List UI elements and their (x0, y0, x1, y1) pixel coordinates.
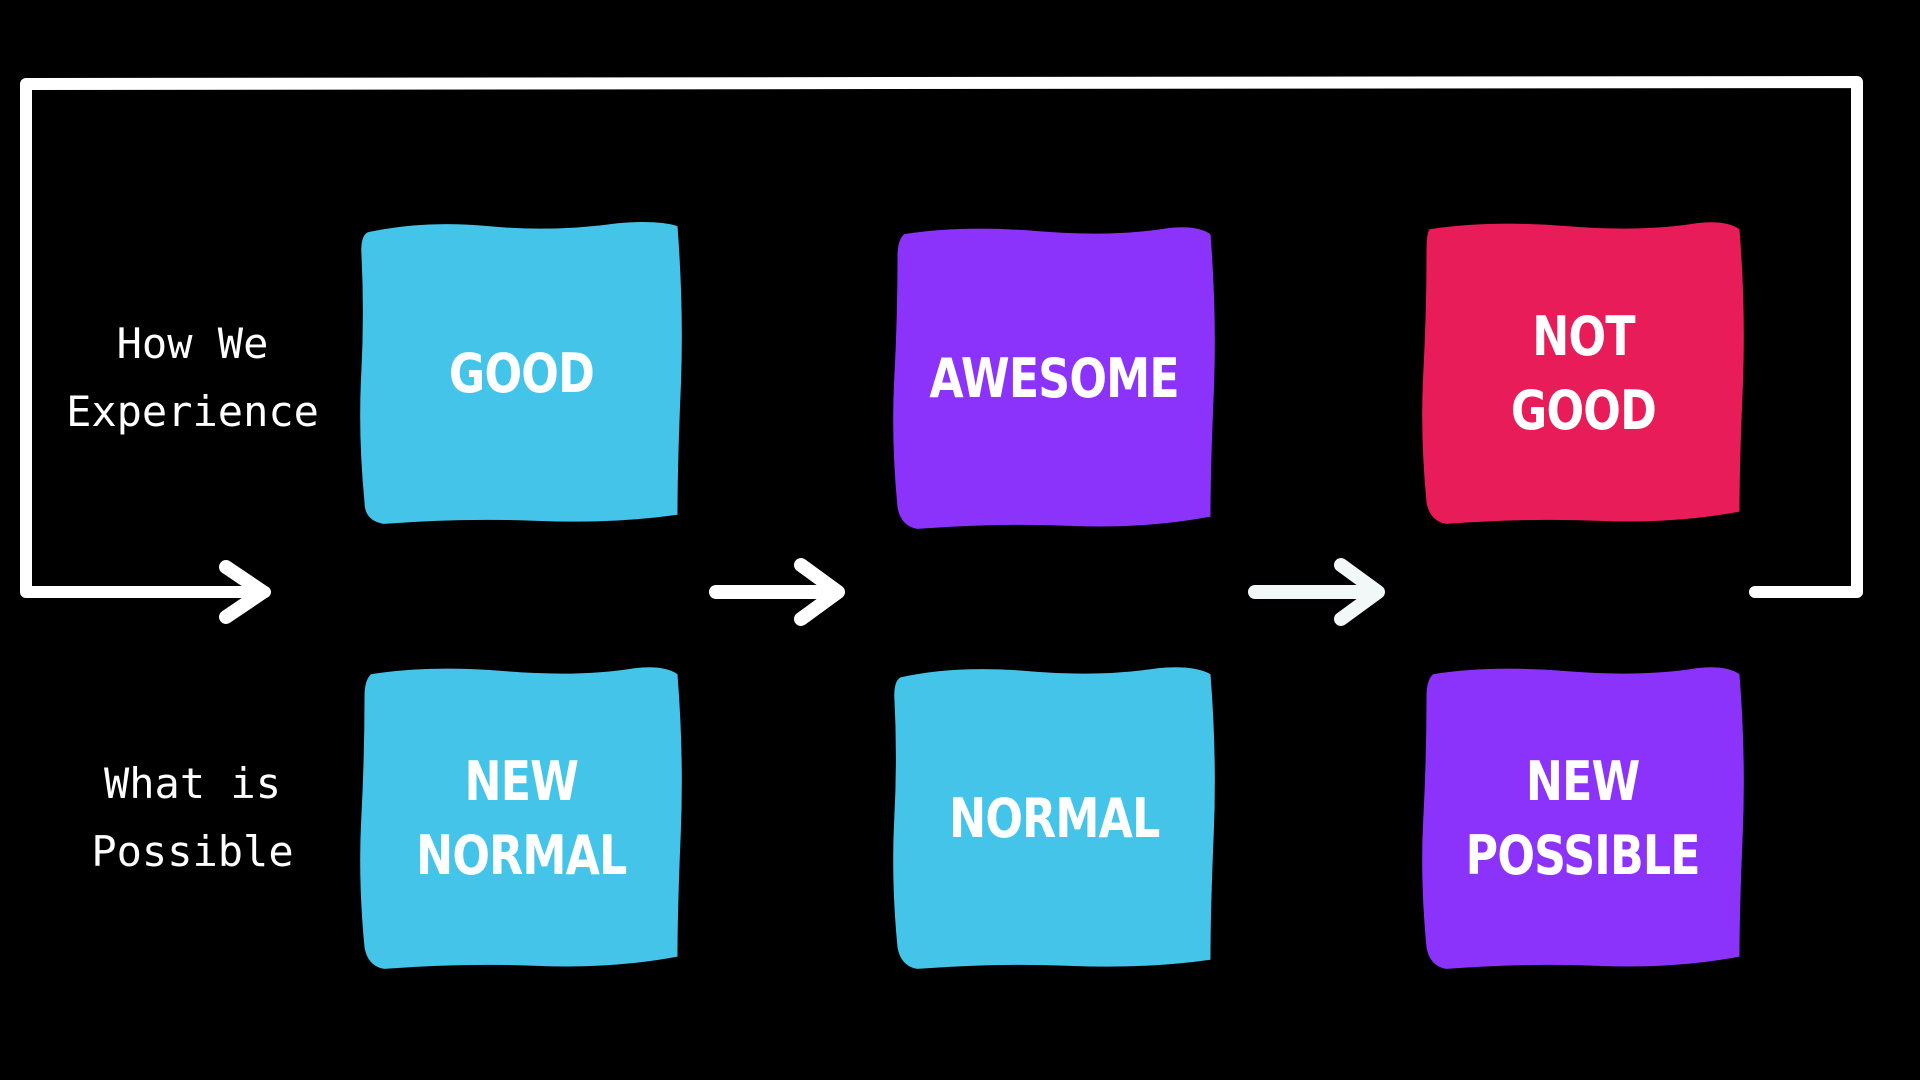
box-label: GOOD (448, 337, 594, 411)
box-label-line: GOOD (448, 341, 594, 405)
box-label: NEW NORMAL (415, 745, 627, 893)
box-label-line: NOT (1531, 304, 1635, 368)
box-label-line: POSSIBLE (1465, 823, 1701, 887)
blue-blob-shape (360, 222, 682, 524)
box-awesome: AWESOME (891, 225, 1217, 532)
row-label-what-is-possible: What is Possible (40, 750, 345, 886)
arrow-right-icon (709, 558, 845, 626)
box-label-line: NORMAL (948, 786, 1160, 850)
box-label-line: NORMAL (415, 823, 627, 887)
box-label: NEW POSSIBLE (1465, 745, 1701, 893)
purple-blob-shape (1422, 667, 1744, 969)
box-label-line: GOOD (1510, 378, 1656, 442)
row-label-line: How We (116, 319, 269, 368)
feedback-loop-line (20, 76, 1863, 598)
box-normal: NORMAL (891, 665, 1217, 972)
purple-blob-shape (893, 227, 1215, 529)
box-label: NORMAL (948, 782, 1160, 856)
arrow-head-1-icon (219, 560, 270, 624)
box-label: AWESOME (929, 342, 1179, 416)
box-label-line: AWESOME (929, 346, 1179, 410)
box-label-line: NEW (464, 749, 579, 813)
arrow-right-icon (1248, 558, 1385, 626)
box-label-line: NEW (1526, 749, 1641, 813)
box-new-normal: NEW NORMAL (358, 665, 684, 972)
box-good: GOOD (358, 220, 684, 527)
box-new-possible: NEW POSSIBLE (1420, 665, 1746, 972)
blue-blob-shape (893, 667, 1215, 969)
red-blob-shape (1422, 222, 1744, 524)
row-label-how-we-experience: How We Experience (40, 310, 345, 446)
box-not-good: NOT GOOD (1420, 220, 1746, 527)
row-label-line: Possible (91, 827, 294, 876)
row-label-line: What is (103, 759, 281, 808)
blue-blob-shape (360, 667, 682, 969)
row-label-line: Experience (66, 387, 319, 436)
box-label: NOT GOOD (1510, 300, 1656, 448)
